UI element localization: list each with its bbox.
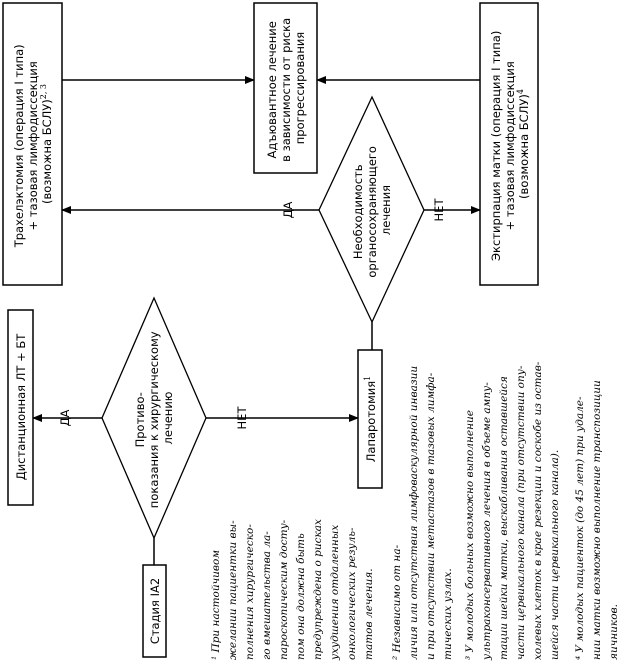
stage-label: Стадия IA2	[148, 578, 162, 644]
label-contra-no: НЕТ	[235, 406, 249, 430]
extirp-line-3: (возможна БСЛУ)	[517, 94, 531, 199]
organ-line-2: органосохраняющего	[365, 146, 379, 278]
node-adjuvant: Адъювантное лечение в зависимости от рис…	[253, 2, 318, 174]
adjuvant-line-1: Адъювантное лечение	[265, 21, 279, 158]
contra-line-1: Противо-	[133, 392, 147, 447]
extirp-line-1: Экстирпация матки (операция I типа)	[489, 31, 503, 261]
footnote-4: ⁴ У молодых пациенток (до 45 лет) при уд…	[574, 377, 620, 660]
svg-text:Адъювантное лечение в за: Адъювантное лечение в зависимости от рис…	[265, 14, 307, 162]
organ-line-1: Необходимость	[351, 164, 365, 259]
label-organ-no: НЕТ	[432, 198, 446, 222]
footnote-3: ³ У молодых больных возможно выполнение …	[464, 358, 561, 661]
adjuvant-line-2: в зависимости от риска	[279, 18, 293, 162]
trach-line-2: + тазовая лимфодиссекция	[26, 61, 40, 230]
adjuvant-line-3: прогрессирования	[293, 32, 307, 144]
svg-text:Экстирпация матки (операция I: Экстирпация матки (операция I типа) + та…	[489, 27, 531, 261]
laparotomy-sup: 1	[363, 376, 372, 381]
label-organ-yes: ДА	[281, 201, 295, 218]
footnotes: ¹ При настойчивом желании пациентки вы- …	[210, 358, 620, 661]
node-stage: Стадия IA2	[142, 564, 167, 658]
organ-line-3: лечения	[379, 185, 393, 235]
node-distant-rt: Дистанционная ЛТ + БТ	[7, 309, 34, 506]
node-contraindications: Противо- показания к хирургическому лече…	[101, 296, 207, 540]
distant-rt-label: Дистанционная ЛТ + БТ	[14, 333, 28, 481]
footnote-1: ¹ При настойчивом желании пациентки вы- …	[210, 516, 375, 661]
contra-line-2: показания к хирургическому	[147, 331, 161, 508]
node-organ-sparing: Необходимость органосохраняющего лечения	[318, 95, 425, 324]
svg-text:Трахелэктомия (операция I типа: Трахелэктомия (операция I типа) + тазова…	[12, 41, 54, 249]
extirp-line-2: + тазовая лимфодиссекция	[503, 61, 517, 230]
svg-text:Лапаротомия1: Лапаротомия1	[363, 376, 378, 463]
svg-text:Противо- показания к хир: Противо- показания к хирургическому лече…	[133, 328, 175, 508]
label-contra-yes: ДА	[58, 409, 72, 426]
svg-text:Необходимость органосохр: Необходимость органосохраняющего лечения	[351, 142, 393, 277]
connectors	[32, 76, 481, 565]
contra-line-3: лечению	[161, 391, 175, 444]
footnote-2: ² Независимо от на- личия или отсутствия…	[391, 363, 454, 660]
laparotomy-label: Лапаротомия	[364, 381, 378, 462]
node-laparotomy: Лапаротомия1	[357, 349, 383, 489]
node-extirpation: Экстирпация матки (операция I типа) + та…	[479, 2, 539, 286]
trach-sup: 2, 3	[39, 84, 48, 99]
extirp-sup: 4	[516, 89, 525, 94]
trach-line-3: (возможна БСЛУ)	[40, 99, 54, 204]
node-trachelectomy: Трахелэктомия (операция I типа) + тазова…	[2, 2, 63, 286]
trach-line-1: Трахелэктомия (операция I типа)	[12, 44, 26, 248]
